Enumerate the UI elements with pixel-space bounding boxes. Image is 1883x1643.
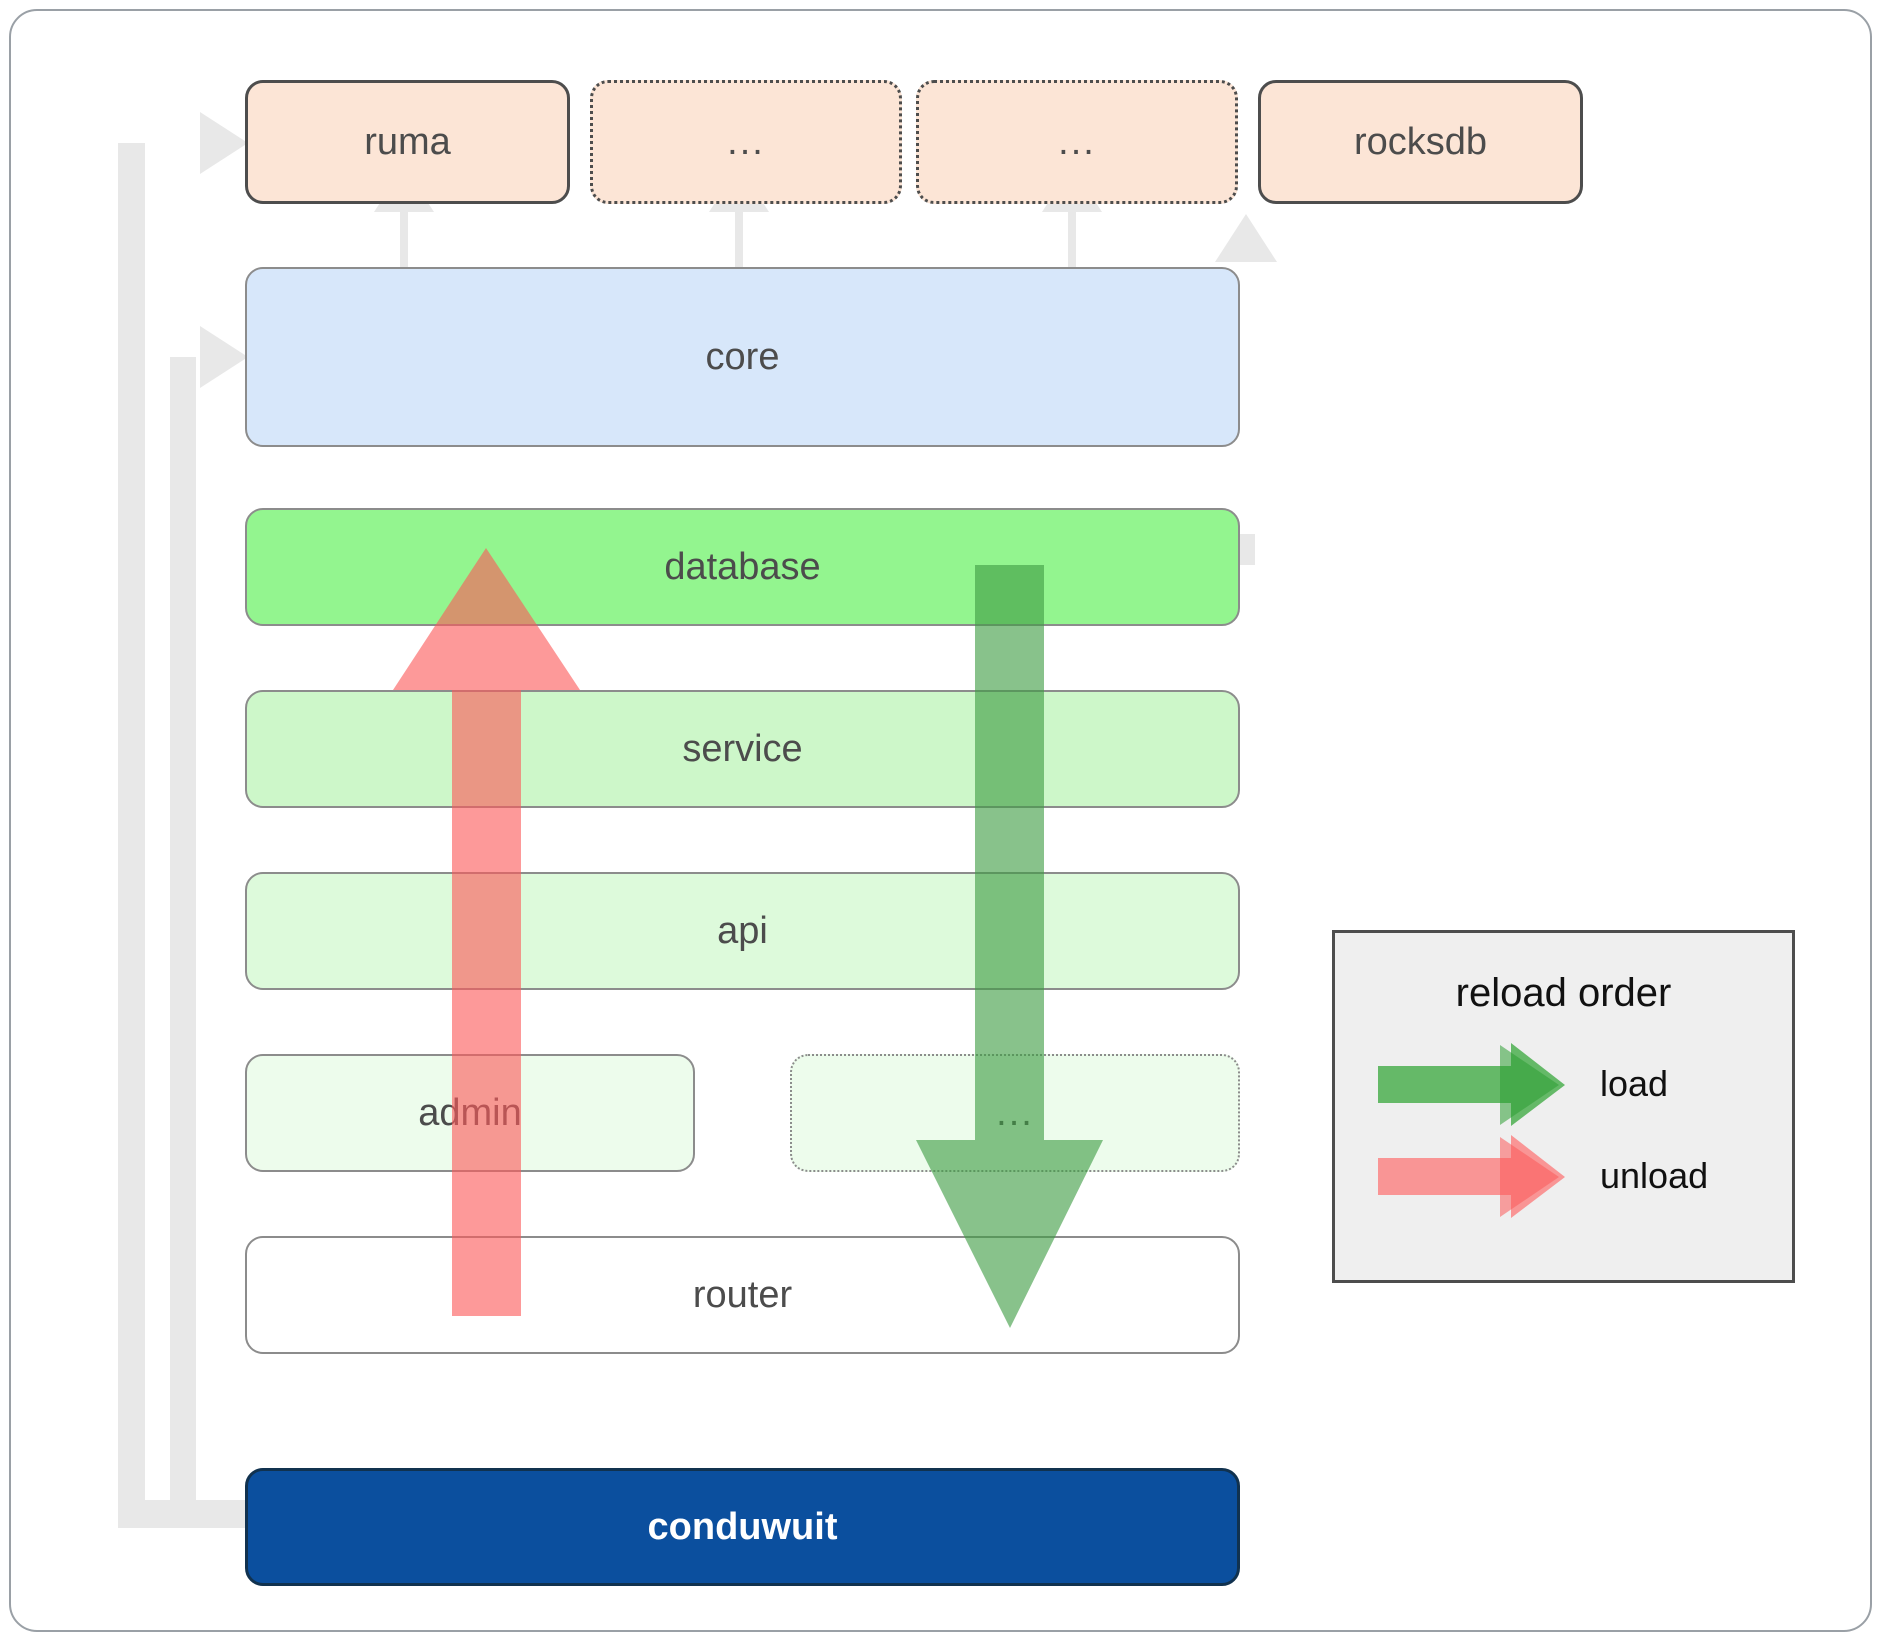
unload-arrow — [393, 548, 580, 1316]
legend-arrows — [1378, 1043, 1565, 1218]
legend-label-unload: unload — [1600, 1155, 1709, 1196]
legend-title: reload order — [1455, 971, 1672, 1015]
load-arrow — [916, 565, 1103, 1328]
node-router[interactable]: router — [245, 1236, 1240, 1354]
legend-unload-arrow — [1378, 1135, 1565, 1218]
legend-reload-order: reload order load unload — [1332, 930, 1795, 1283]
legend-label-load: load — [1600, 1063, 1669, 1104]
node-core[interactable]: core — [245, 267, 1240, 447]
legend-load-arrow — [1378, 1043, 1565, 1126]
node-dependency-more-1[interactable]: ... — [590, 80, 902, 204]
